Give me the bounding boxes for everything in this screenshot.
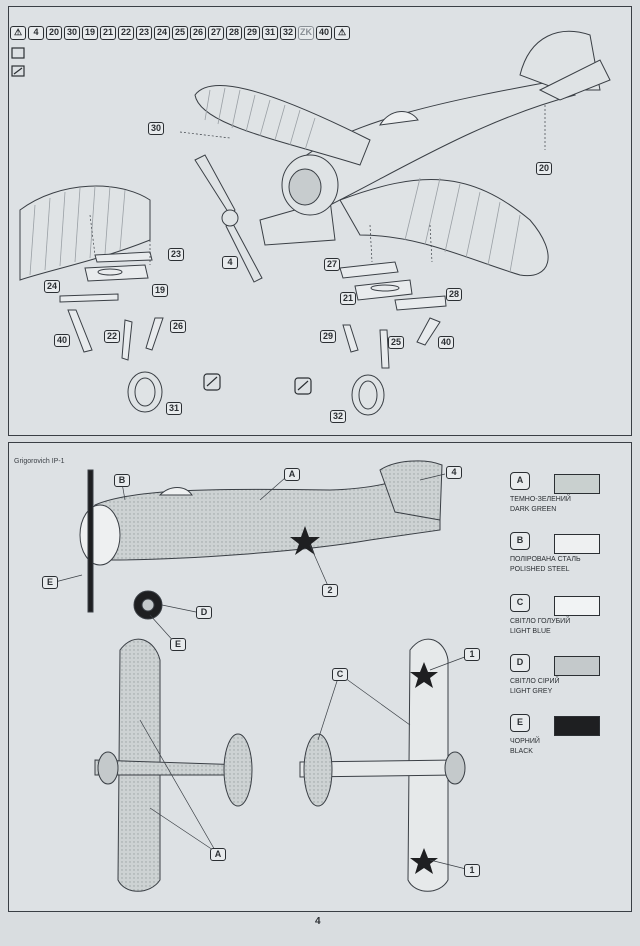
part-label: 24	[44, 280, 61, 293]
paint-callout-e: E	[42, 576, 58, 589]
side-view-aircraft	[79, 460, 443, 620]
part-label: 28	[446, 288, 463, 301]
part-label: 30	[148, 122, 165, 135]
legend-label-ua: ТЕМНО-ЗЕЛЕНИЙ	[510, 496, 571, 503]
step-part: 31	[262, 26, 278, 40]
paint-callout-a: A	[284, 468, 300, 481]
step-part: 20	[46, 26, 62, 40]
step-part: 24	[154, 26, 170, 40]
step-part: 23	[136, 26, 152, 40]
paint-callout-a: A	[210, 848, 226, 861]
step-part: 26	[190, 26, 206, 40]
decal-callout-2: 2	[322, 584, 338, 597]
color-swatch	[554, 656, 600, 676]
part-label: 26	[170, 320, 187, 333]
aircraft-iso-drawing	[194, 30, 611, 277]
step-part: 27	[208, 26, 224, 40]
color-swatch	[554, 534, 600, 554]
step-warning-icon: ⚠	[10, 26, 26, 40]
step-part: 30	[64, 26, 80, 40]
gear-parts-left	[59, 251, 164, 413]
part-label: 20	[536, 162, 553, 175]
part-label: 29	[320, 330, 337, 343]
step-part: 4	[28, 26, 44, 40]
step-part: 19	[82, 26, 98, 40]
page-number: 4	[315, 916, 321, 927]
wing-detail-left	[19, 185, 151, 281]
legend-label-en: DARK GREEN	[510, 506, 557, 513]
step-part: 22	[118, 26, 134, 40]
part-label: 21	[340, 292, 357, 305]
tool-icon	[11, 47, 25, 77]
legend-label-ua: ЧОРНИЙ	[510, 738, 540, 745]
red-star-bottom-upper	[410, 662, 438, 688]
parts-step-bar: ⚠ 4 20 30 19 21 22 23 24 25 26 27 28 29 …	[10, 26, 350, 40]
step-part: 32	[280, 26, 296, 40]
legend-key: A	[510, 472, 530, 490]
part-label: 31	[166, 402, 183, 415]
paint-callout-b: B	[114, 474, 130, 487]
propeller-drawing	[194, 154, 263, 283]
part-label: 40	[54, 334, 71, 347]
step-part: 21	[100, 26, 116, 40]
part-label: 25	[388, 336, 405, 349]
legend-key: B	[510, 532, 530, 550]
glue-icon	[203, 373, 312, 395]
red-star-bottom-lower	[410, 848, 438, 874]
part-label: 32	[330, 410, 347, 423]
color-swatch	[554, 596, 600, 616]
step-part: 28	[226, 26, 242, 40]
legend-label-ua: ПОЛІРОВАНА СТАЛЬ	[510, 556, 581, 563]
red-star-side	[290, 526, 320, 555]
step-part: 40	[316, 26, 332, 40]
part-label: 19	[152, 284, 169, 297]
step-part: 25	[172, 26, 188, 40]
decal-callout-1: 1	[464, 648, 480, 661]
color-swatch	[554, 474, 600, 494]
step-part: 29	[244, 26, 260, 40]
color-swatch	[554, 716, 600, 736]
legend-label-en: LIGHT GREY	[510, 688, 553, 695]
legend-label-ua: СВІТЛО ГОЛУБИЙ	[510, 618, 571, 625]
legend-key: D	[510, 654, 530, 672]
legend-key: C	[510, 594, 530, 612]
part-label: 23	[168, 248, 185, 261]
paint-callout-e: E	[170, 638, 186, 651]
legend-key: E	[510, 714, 530, 732]
legend-label-en: LIGHT BLUE	[510, 628, 551, 635]
decal-callout-4: 4	[446, 466, 462, 479]
step-glue-icon: ⚠	[334, 26, 350, 40]
gear-parts-right	[339, 261, 447, 416]
bottom-view-aircraft	[299, 638, 466, 892]
top-view-aircraft	[94, 638, 253, 892]
legend-label-en: POLISHED STEEL	[510, 566, 570, 573]
legend-label-en: BLACK	[510, 748, 533, 755]
wing-ribs	[204, 87, 521, 273]
part-label: 22	[104, 330, 121, 343]
aircraft-title: Grigorovich IP-1	[14, 458, 65, 465]
part-label: 27	[324, 258, 341, 271]
paint-callout-c: C	[332, 668, 348, 681]
part-label: 4	[222, 256, 238, 269]
legend-label-ua: СВІТЛО СІРИЙ	[510, 678, 560, 685]
decal-callout-1: 1	[464, 864, 480, 877]
part-label: 40	[438, 336, 455, 349]
paint-callout-d: D	[196, 606, 212, 619]
step-part-alt: ZK	[298, 26, 314, 40]
